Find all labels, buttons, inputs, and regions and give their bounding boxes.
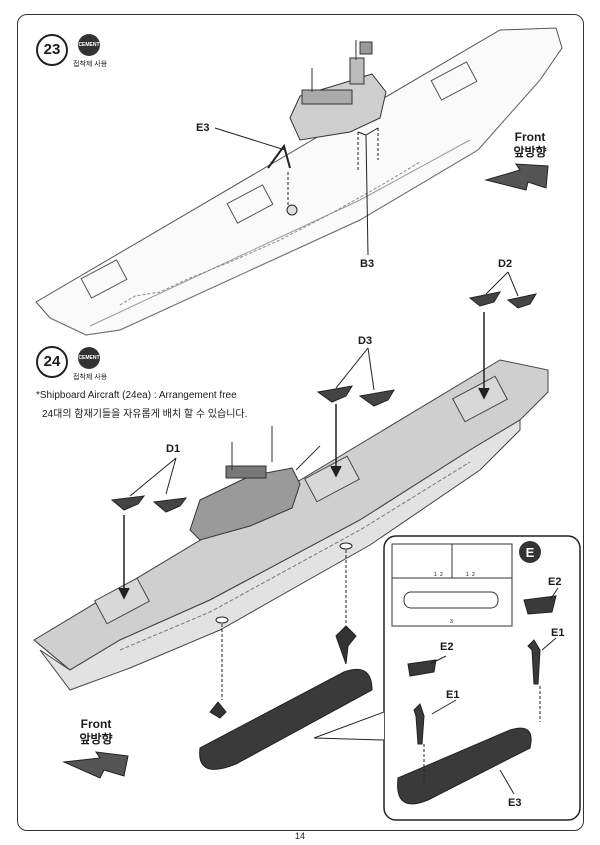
aircraft-leaders [129, 271, 519, 497]
label-e2-right: E2 [548, 576, 562, 588]
front-label-step23: Front 앞방향 [500, 130, 560, 160]
detail-parts [397, 595, 557, 805]
label-e1-left: E1 [446, 689, 460, 701]
front-label-english: Front [80, 717, 112, 731]
carrier-step24 [33, 359, 549, 691]
step-23-number: 23 [36, 34, 68, 66]
front-arrow-step24 [62, 751, 129, 779]
front-label-korean: 앞방향 [513, 145, 547, 159]
part-e3-step23 [214, 127, 298, 216]
label-d1: D1 [166, 443, 181, 455]
step-24-number: 24 [36, 346, 68, 378]
sprue-e-badge [519, 541, 541, 563]
front-label-english: Front [514, 130, 546, 144]
placement-arrows [118, 312, 490, 600]
detail-leaders [423, 587, 559, 795]
cement-icon: CEMENT [78, 347, 100, 369]
cement-caption: 접착제 사용 [73, 61, 108, 68]
cement-caption: 접착제 사용 [73, 374, 108, 381]
sprue-e-letter: E [526, 545, 535, 560]
page-number: 14 [294, 831, 305, 841]
sprue-number: 1 [434, 572, 437, 578]
label-e2-left: E2 [440, 641, 454, 653]
aircraft-note-english: *Shipboard Aircraft (24ea) : Arrangement… [36, 390, 237, 401]
cement-icon: CEMENT [78, 34, 100, 56]
label-b3: B3 [360, 258, 375, 270]
detail-callout [313, 711, 385, 741]
label-d2: D2 [498, 258, 513, 270]
aircraft-d1-pair [110, 495, 188, 513]
sprue-number: 3 [450, 619, 453, 625]
page-frame [17, 14, 584, 831]
island-assembly-step23 [289, 40, 387, 141]
label-d3: D3 [358, 335, 373, 347]
sprue-number: 1 [466, 572, 469, 578]
front-label-korean: 앞방향 [79, 732, 113, 746]
sprue-number: 2 [440, 572, 443, 578]
sprue-number: 2 [472, 572, 475, 578]
aircraft-note-korean: 24대의 함재기들을 자유롭게 배치 할 수 있습니다. [42, 409, 248, 420]
sprue-e-drawing [391, 543, 513, 627]
aircraft-d2-pair [468, 291, 538, 309]
stand-pegs [215, 542, 353, 700]
island-step24 [189, 426, 321, 541]
carrier-step23 [35, 27, 563, 336]
front-arrow-step23 [484, 163, 549, 191]
label-e1-right: E1 [551, 627, 565, 639]
label-e3: E3 [196, 122, 210, 134]
label-e3-detail: E3 [508, 797, 522, 809]
front-label-step24: Front 앞방향 [66, 717, 126, 747]
part-b3-step23 [357, 127, 379, 256]
display-stand [199, 625, 373, 770]
aircraft-d3-pair [316, 385, 395, 407]
